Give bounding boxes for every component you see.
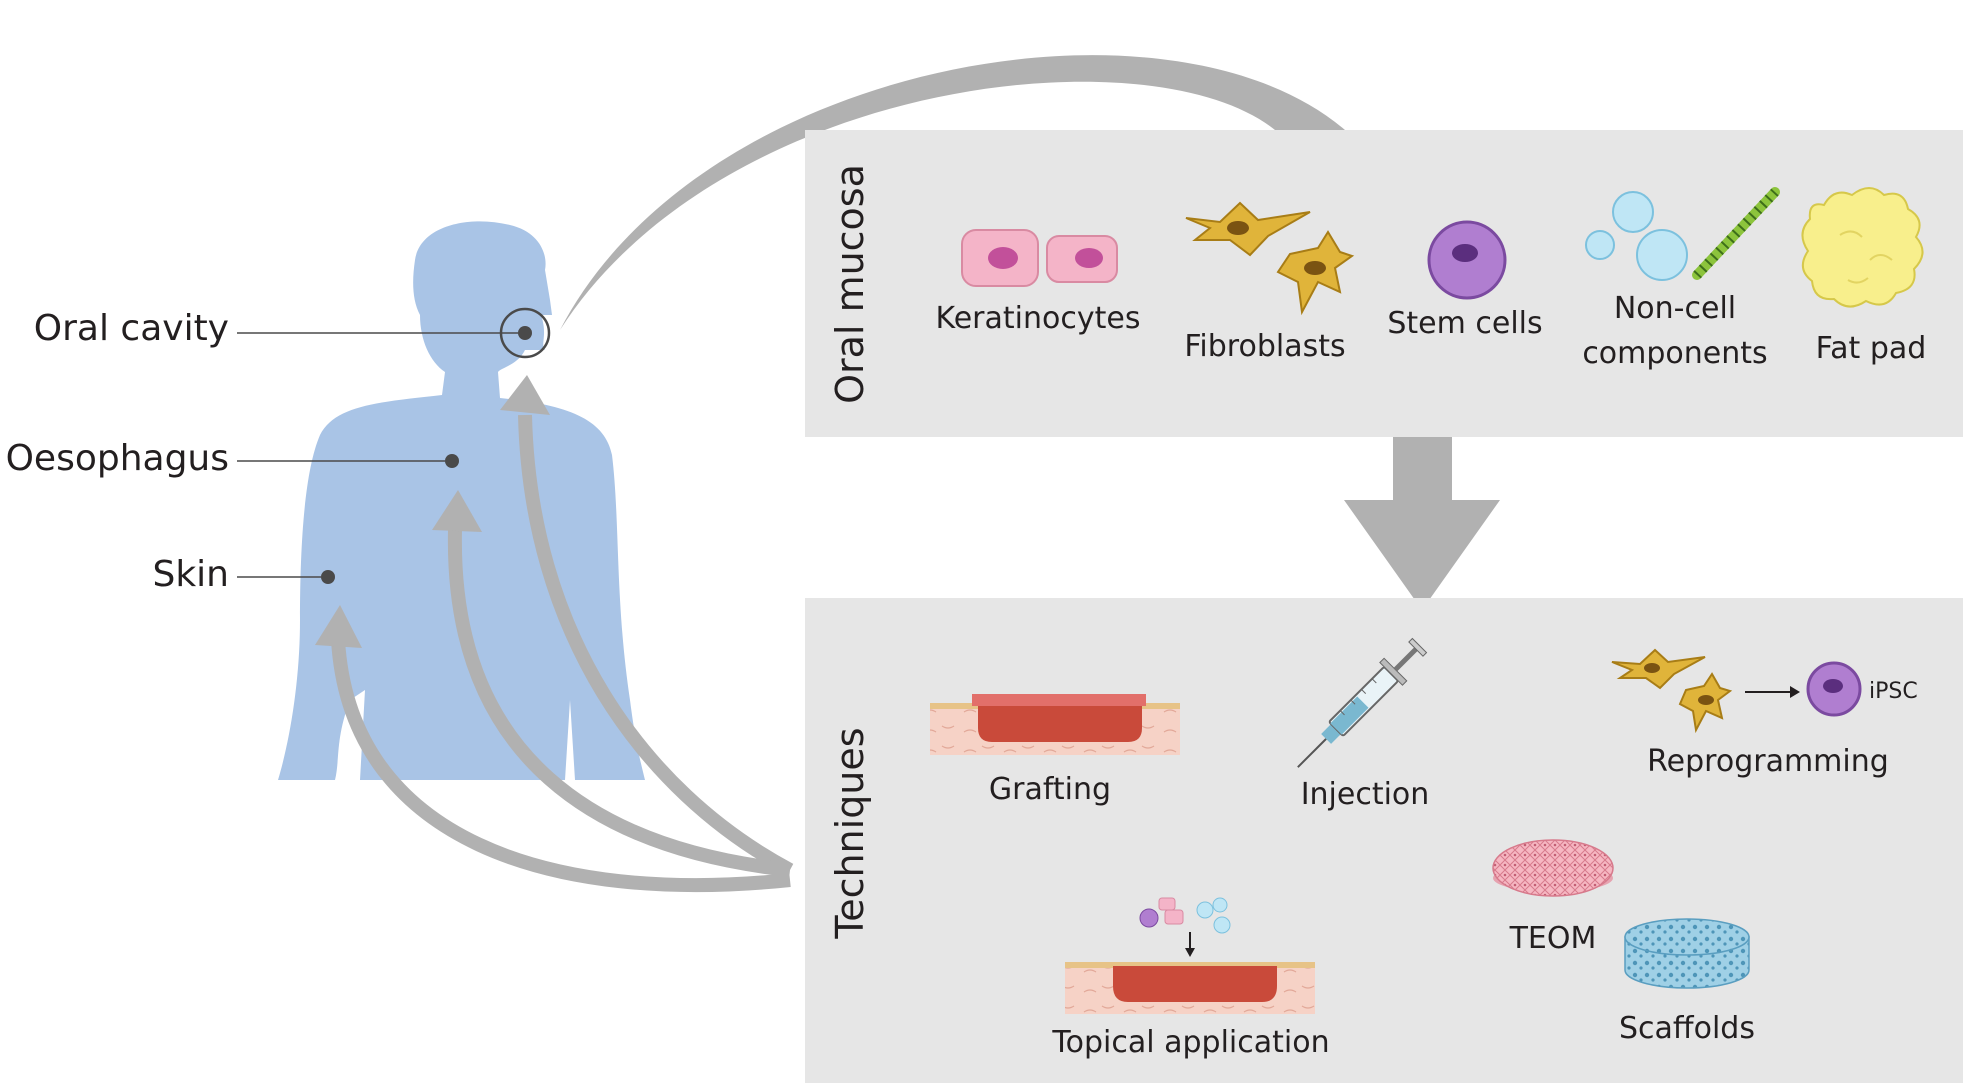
teom-label: TEOM — [1509, 921, 1597, 956]
oesophagus-marker — [445, 454, 459, 468]
skin-label: Skin — [152, 554, 229, 595]
stem-cell-icon — [1427, 220, 1507, 300]
techniques-panel: Techniques Grafting Injection — [805, 598, 1963, 1083]
topical-wound-icon — [1065, 962, 1315, 1014]
fat-pad-icon — [1801, 187, 1924, 308]
injection-label: Injection — [1301, 777, 1430, 812]
fat-pad-label: Fat pad — [1816, 331, 1927, 366]
down-arrow — [1344, 437, 1500, 610]
arrow-to-skin — [331, 639, 791, 892]
non-cell-label-line1: Non-cell — [1614, 291, 1736, 326]
scaffold-icon — [1624, 918, 1750, 989]
oral-cavity-label: Oral cavity — [34, 308, 229, 349]
techniques-title: Techniques — [828, 727, 872, 939]
ipsc-icon — [1806, 661, 1862, 717]
topical-down-arrow-icon — [1185, 932, 1195, 957]
topical-cells-icon — [1139, 897, 1231, 934]
curved-arrows-to-body — [315, 375, 794, 892]
non-cell-label-line2: components — [1582, 336, 1767, 371]
grafting-icon — [930, 694, 1180, 755]
reprogramming-arrow-icon — [1745, 686, 1800, 698]
keratinocytes-label: Keratinocytes — [936, 301, 1141, 336]
fibroblasts-label: Fibroblasts — [1184, 329, 1345, 364]
stem-cells-label: Stem cells — [1387, 306, 1542, 341]
grafting-label: Grafting — [989, 772, 1111, 807]
non-cell-components-icon — [1585, 187, 1780, 281]
arrow-to-oral-cavity — [518, 414, 794, 877]
oral-mucosa-title: Oral mucosa — [828, 164, 872, 404]
topical-application-label: Topical application — [1051, 1025, 1329, 1060]
oral-mucosa-panel: Oral mucosa Keratinocytes Fibroblasts St… — [805, 130, 1963, 437]
keratinocytes-icon — [961, 229, 1118, 287]
oesophagus-label: Oesophagus — [6, 438, 229, 479]
arrow-to-oesophagus — [447, 529, 791, 877]
reprogramming-label: Reprogramming — [1647, 744, 1889, 779]
reprogramming-fibroblast-icons — [1611, 648, 1733, 734]
ipsc-label: iPSC — [1869, 679, 1918, 704]
scaffolds-label: Scaffolds — [1619, 1011, 1755, 1046]
teom-icon — [1492, 839, 1614, 897]
fibroblasts-icon — [1185, 201, 1355, 316]
skin-marker — [321, 570, 335, 584]
